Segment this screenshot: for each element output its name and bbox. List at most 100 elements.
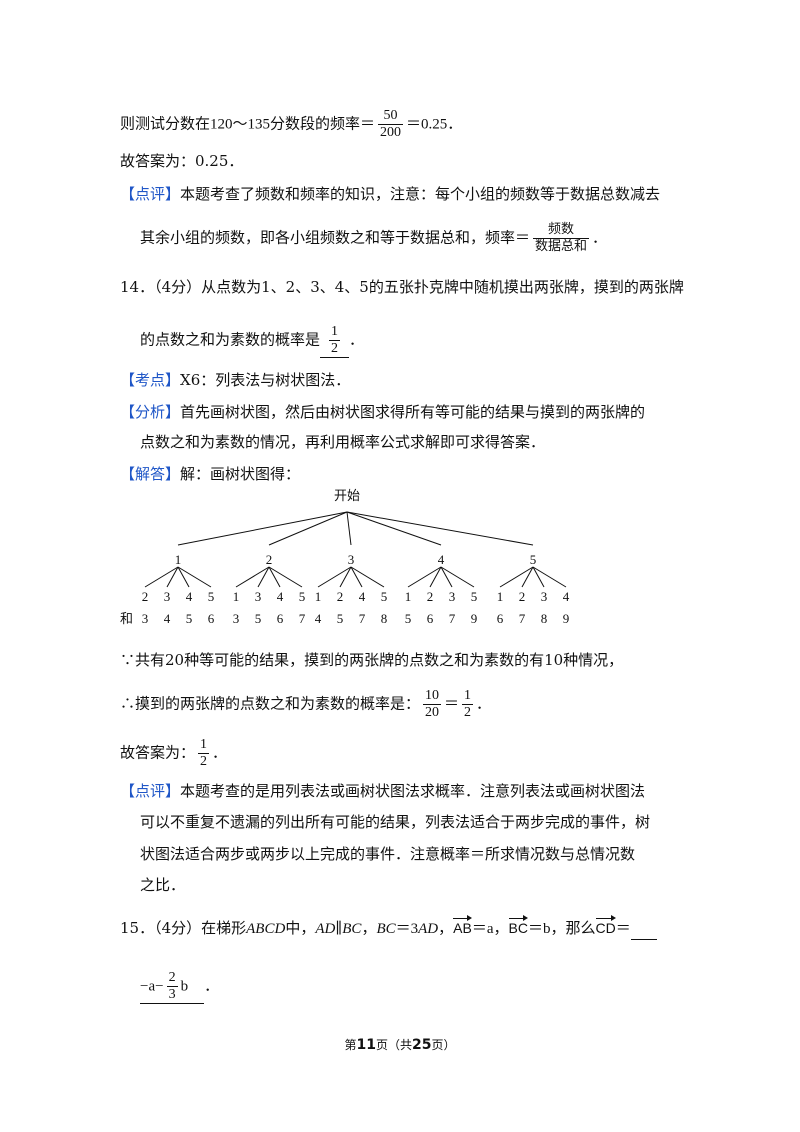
tree-node-level1: 1 [175,552,182,567]
tree-node-level2: 5 [471,589,478,604]
tree-branch [268,566,281,588]
tree-node-level2: 1 [315,589,322,604]
tree-node-level2: 4 [186,589,193,604]
comment-tag: 【点评】 [120,782,181,800]
tree-sum-value: 5 [186,611,193,626]
question-14-line1: 14．（4分）从点数为1、2、3、4、5的五张扑克牌中随机摸出两张牌，摸到的两张… [120,278,684,296]
tree-node-level2: 3 [449,589,456,604]
tree-sum-value: 9 [563,611,570,626]
tree-sum-value: 5 [255,611,262,626]
comment-13-line2: 其余小组的频数，即各小组频数之和等于数据总和，频率＝频数数据总和． [140,222,608,254]
tree-node-level2: 2 [142,589,149,604]
tree-branch [346,511,534,546]
tree-sum-value: 6 [427,611,434,626]
tree-branch [521,566,534,588]
tree-branch [177,566,190,588]
tree-node-level2: 4 [277,589,284,604]
tree-sum-value: 6 [497,611,504,626]
vector-cd: CD [595,915,616,939]
comment-14-line2: 可以不重复不遗漏的列出所有可能的结果，列表法适合于两步完成的事件，树 [140,813,651,831]
tree-branch [532,566,545,588]
vector-ab: AB [453,915,472,939]
tree-branch [350,566,363,588]
question-15-line1: 15．（4分）在梯形ABCD中，AD∥BC，BC＝3AD，AB＝a，BC＝b，那… [120,915,657,940]
tree-sum-value: 9 [471,611,478,626]
probability-tree-diagram: 开始12334455621335465731425475841526375951… [120,489,570,627]
tree-node-level2: 4 [359,589,366,604]
tree-node-level2: 2 [427,589,434,604]
tree-branch [440,566,475,588]
tree-sum-value: 6 [277,611,284,626]
tree-root-label: 开始 [334,489,360,504]
tree-node-level2: 1 [497,589,504,604]
tree-node-level2: 1 [405,589,412,604]
tree-branch [339,566,352,588]
tree-node-level2: 4 [563,589,570,604]
answer-line-13: 故答案为：0.25． [120,152,244,170]
fraction-frequency: 频数数据总和 [533,222,590,254]
comment-14-line3: 状图法适合两步或两步以上完成的事件．注意概率＝所求情况数与总情况数 [140,845,636,863]
tree-branch [346,511,352,546]
tree-sum-value: 7 [359,611,366,626]
tree-node-level1: 4 [438,552,445,567]
comment-tag: 【点评】 [120,185,181,203]
tree-node-level2: 3 [541,589,548,604]
topic-tag: 【考点】 [120,371,181,389]
tree-sum-value: 6 [208,611,215,626]
tree-sum-value: 7 [299,611,306,626]
tree-branch [166,566,179,588]
tree-sum-value: 3 [233,611,240,626]
tree-branch [429,566,442,588]
tree-branch [268,511,348,546]
tree-sum-value: 3 [142,611,149,626]
analysis-line1: 【分析】首先画树状图，然后由树状图求得所有等可能的结果与摸到的两张牌的 [120,403,646,421]
tree-node-level2: 5 [299,589,306,604]
tree-sum-value: 5 [337,611,344,626]
comment-14-line1: 【点评】本题考查的是用列表法或画树状图法求概率．注意列表法或画树状图法 [120,782,646,800]
tree-node-level2: 5 [381,589,388,604]
tree-sum-value: 8 [381,611,388,626]
solution-tag: 【解答】 [120,465,181,483]
tree-sum-value: 7 [449,611,456,626]
tree-sum-label: 和 [120,612,133,627]
tree-node-level1: 3 [348,552,355,567]
comment-13-line1: 【点评】本题考查了频数和频率的知识，注意：每个小组的频数等于数据总数减去 [120,185,661,203]
tree-node-level2: 2 [519,589,526,604]
current-page-number: 11 [356,1037,376,1053]
answer-blank-15 [630,917,657,940]
total-page-count: 25 [412,1037,432,1053]
tree-sum-value: 5 [405,611,412,626]
tree-node-level1: 5 [530,552,537,567]
tree-sum-value: 7 [519,611,526,626]
page-footer: 第11页（共25页） [344,1037,456,1053]
tree-node-level2: 5 [208,589,215,604]
tree-branch [177,511,348,546]
tree-node-level1: 2 [266,552,273,567]
solution-statement-1: ∵共有20种等可能的结果，摸到的两张牌的点数之和为素数的有10种情况， [120,651,624,669]
solution-line: 【解答】解：画树状图得： [120,465,301,483]
tree-branch [144,566,179,588]
tree-sum-value: 8 [541,611,548,626]
comment-14-line4: 之比． [140,876,186,894]
vector-bc: BC [508,915,529,939]
tree-branch [532,566,567,588]
tree-branch [317,566,352,588]
tree-sum-value: 4 [164,611,171,626]
tree-node-level2: 3 [255,589,262,604]
tree-branch [235,566,270,588]
tree-branch [350,566,385,588]
topic-line: 【考点】X6：列表法与树状图法． [120,371,351,389]
tree-sum-value: 4 [315,611,322,626]
tree-branch [499,566,534,588]
